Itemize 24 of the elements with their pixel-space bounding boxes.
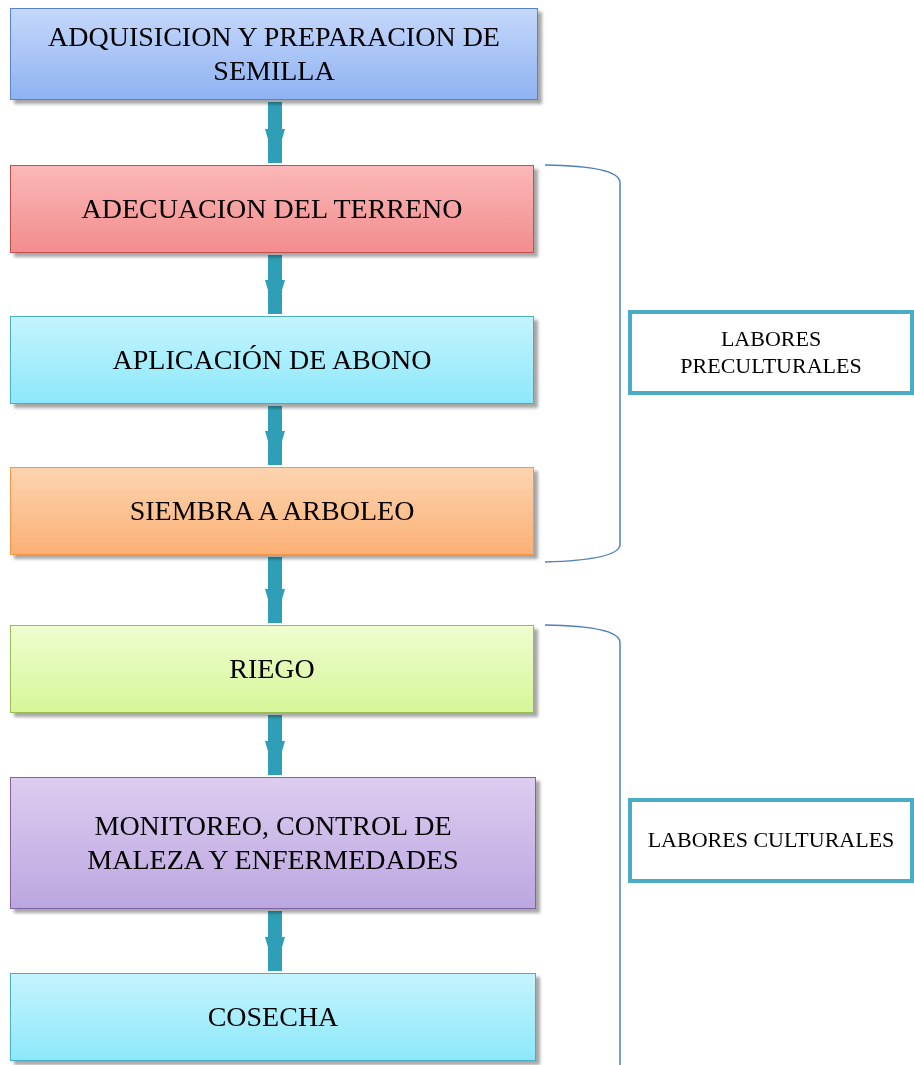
box-text: ADECUACION DEL TERRENO [81,192,463,226]
arrow [265,102,285,163]
process-box [10,467,534,555]
box-text: SIEMBRA A ARBOLEO [129,494,415,528]
box-text: MONITOREO, CONTROL DE MALEZA Y ENFERMEDADES [86,809,460,877]
arrow [265,406,285,465]
arrow [265,715,285,775]
box-text: ADQUISICION Y PREPARACION DE SEMILLA [47,20,501,88]
box-text: COSECHA [207,1000,339,1034]
process-box [10,8,538,100]
arrow [265,911,285,971]
process-box [10,625,534,713]
process-box [10,316,534,404]
box-text: LABORES PRECULTURALES [679,326,863,379]
arrow [265,255,285,314]
box-text: LABORES CULTURALES [647,827,895,854]
label-box [628,798,914,883]
arrow [265,557,285,623]
process-box [10,777,536,909]
process-box [10,973,536,1061]
process-box [10,165,534,253]
box-text: RIEGO [229,652,315,686]
box-text: APLICACIÓN DE ABONO [112,343,432,377]
label-box [628,310,914,395]
